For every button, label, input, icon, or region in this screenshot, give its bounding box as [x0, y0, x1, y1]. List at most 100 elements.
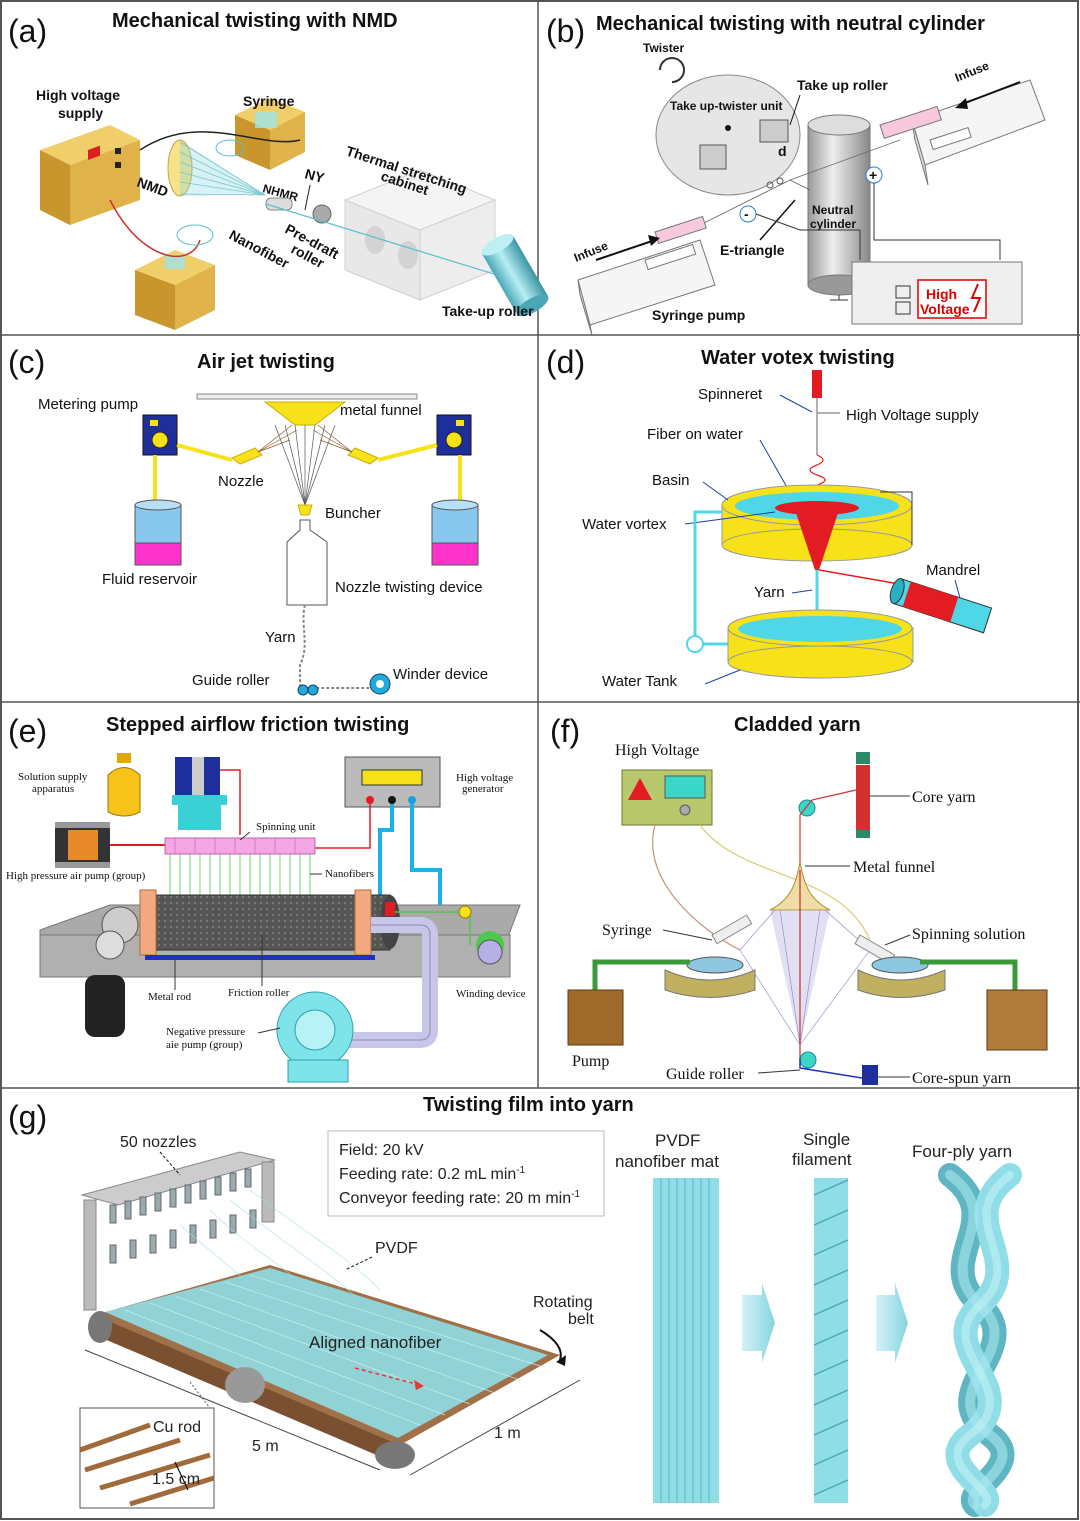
hv-label-d: High Voltage supply: [846, 407, 979, 424]
tube-right-f: [920, 959, 1018, 990]
nozzles-label: 50 nozzles: [120, 1134, 197, 1151]
panel-f-label: (f): [550, 713, 580, 749]
yarn-label-d: Yarn: [754, 584, 785, 601]
unit-label: Take up-twister unit: [670, 99, 782, 113]
plus-sign: +: [869, 167, 877, 183]
guide-label-c: Guide roller: [192, 672, 270, 689]
nanofibers-e: [169, 854, 311, 895]
negative-pressure-pump: [276, 991, 354, 1083]
wire-red: [109, 199, 201, 258]
basin-wire: [880, 491, 913, 545]
syringe-right-f: [854, 934, 946, 998]
panel-e-title: Stepped airflow friction twisting: [106, 714, 409, 736]
pump-right-f: [986, 989, 1048, 1051]
spinneret-body: [812, 370, 822, 398]
twister-label: Twister: [643, 41, 684, 55]
left-bracket: [139, 889, 157, 956]
panel-c: (c) Air jet twisting Metering pump metal…: [8, 344, 488, 696]
single-filament: [813, 1178, 849, 1503]
friction-label: Friction roller: [228, 987, 290, 999]
core-label: Core yarn: [912, 789, 976, 806]
four-ply-yarn: [938, 1163, 1022, 1517]
gear-assembly: [85, 906, 139, 1037]
metalrod-label: Metal rod: [148, 991, 192, 1003]
guide-roller-f: [799, 1051, 817, 1069]
infuse-top-arrow: [959, 81, 1021, 106]
single-label-2: filament: [792, 1150, 852, 1169]
cu-rods: [79, 1422, 215, 1507]
solution-supply-bottle: [107, 753, 141, 817]
length-label: 5 m: [252, 1438, 279, 1455]
basin-label: Basin: [652, 472, 690, 489]
panel-c-title: Air jet twisting: [197, 351, 335, 373]
hv-b-line2: Voltage: [920, 301, 970, 317]
funnel-label-c: metal funnel: [340, 402, 422, 419]
panel-d-label: (d): [546, 344, 585, 380]
panel-f-title: Cladded yarn: [734, 714, 861, 736]
field-text: Field: 20 kV: [339, 1142, 424, 1159]
pre-draft-roller: [312, 204, 332, 224]
aligned-label: Aligned nanofiber: [309, 1333, 442, 1352]
panel-b: (b) Mechanical twisting with neutral cyl…: [546, 13, 1046, 336]
ny-pointer: [304, 184, 311, 211]
mat-label-1: PVDF: [655, 1131, 700, 1150]
mandrel-label: Mandrel: [926, 562, 980, 579]
high-pressure-air-pump: [55, 822, 110, 868]
infuse-bottom-label: Infuse: [572, 238, 610, 264]
metal-funnel-c: [263, 401, 347, 426]
winding-label: Winding device: [456, 988, 526, 1000]
rotating-label-2: belt: [568, 1311, 594, 1328]
twister-disk: [655, 74, 801, 196]
wire-black: [139, 131, 301, 151]
rotating-belt: [88, 1265, 560, 1469]
hvg-label-2: generator: [462, 783, 504, 795]
mandrel: [889, 578, 993, 634]
hv-label-line1: High voltage: [36, 87, 120, 103]
infuse-top-label: Infuse: [953, 58, 991, 84]
spinneret-e: [172, 757, 227, 830]
d-label: d: [778, 143, 787, 159]
tube-left-f: [592, 959, 690, 990]
core-yarn-spool: [856, 752, 870, 838]
pump-label-f: Pump: [572, 1053, 609, 1070]
thermal-cabinet: [343, 169, 497, 301]
corespun-label: Core-spun yarn: [912, 1070, 1011, 1087]
high-voltage-supply-box: [40, 125, 140, 225]
panel-f: (f) Cladded yarn High Voltage Core yarn …: [550, 713, 1048, 1087]
winder-label: Winder device: [393, 666, 488, 683]
nanofibers-label: Nanofibers: [325, 868, 374, 880]
spinning-unit: [164, 837, 316, 855]
pvdf-mat: [653, 1178, 719, 1503]
syringe-left-f: [664, 914, 756, 998]
metering-pump-right: [436, 414, 472, 456]
nozzle-twisting-device: [286, 519, 328, 606]
hv-wire-f1: [652, 824, 741, 951]
hv-supply-f: [621, 769, 713, 826]
hv-wire-f2: [699, 824, 871, 941]
panel-e-label: (e): [8, 713, 47, 749]
single-label-1: Single: [803, 1130, 850, 1149]
panel-d-title: Water votex twisting: [701, 347, 895, 369]
metering-pump-left: [142, 414, 178, 456]
airpump-label: High pressure air pump (group): [6, 870, 146, 882]
reservoir-label: Fluid reservoir: [102, 571, 197, 588]
nmd-funnel: [167, 139, 266, 246]
fluid-reservoir-left: [134, 499, 182, 566]
basin: [721, 484, 913, 570]
take-up-roller-a: [481, 233, 549, 317]
water-tank: [727, 609, 914, 679]
syringe-box-bottom: [135, 250, 215, 330]
panel-g-label: (g): [8, 1099, 47, 1135]
takeup-label-a: Take-up roller: [442, 303, 534, 319]
takeup-roller-pointer: [789, 94, 801, 126]
arrow-1: [742, 1283, 775, 1363]
panel-e: (e) Stepped airflow friction twisting So…: [6, 713, 526, 1083]
pvdf-jets: [179, 1189, 381, 1321]
tube-left-top: [176, 443, 233, 462]
plus-wire: [873, 183, 1001, 260]
yarn-c: [299, 604, 380, 689]
panel-b-title: Mechanical twisting with neutral cylinde…: [596, 13, 985, 35]
etriangle-label: E-triangle: [720, 242, 785, 258]
